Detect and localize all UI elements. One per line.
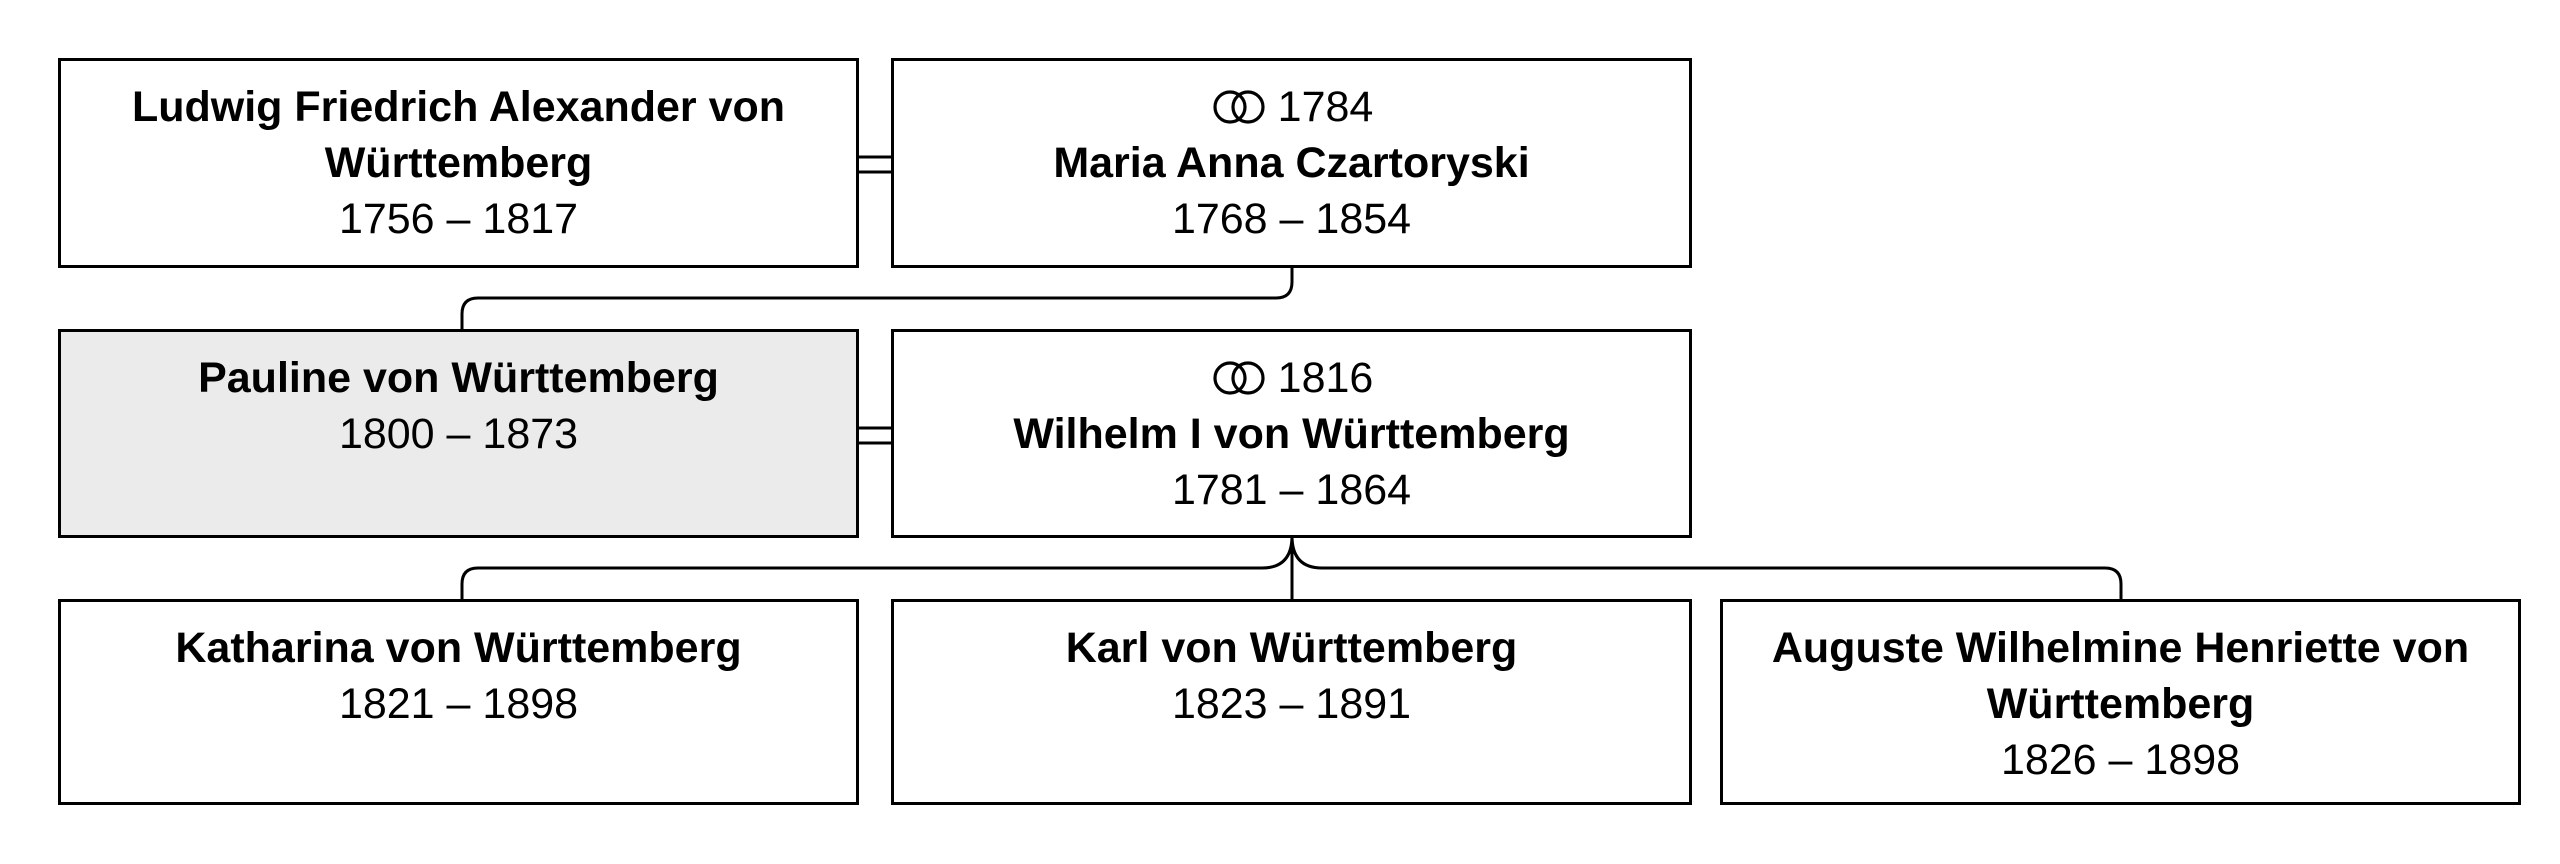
person-years: 1756 – 1817 (338, 195, 579, 243)
person-box-child-1[interactable]: Katharina von Württemberg 1821 – 1898 (58, 599, 859, 805)
interlocked-rings-icon (1213, 361, 1265, 395)
marriage-year: 1784 (1277, 83, 1374, 131)
person-years: 1768 – 1854 (1171, 195, 1412, 243)
marriage-info: 1816 (894, 350, 1689, 406)
person-name: Ludwig Friedrich Alexander von Württembe… (131, 83, 786, 187)
person-box-child-3[interactable]: Auguste Wilhelmine Henriette von Württem… (1720, 599, 2521, 805)
person-name: Katharina von Württemberg (175, 624, 742, 672)
person-box-child-2[interactable]: Karl von Württemberg 1823 – 1891 (891, 599, 1692, 805)
person-name: Maria Anna Czartoryski (1053, 139, 1530, 187)
person-box-focus[interactable]: Pauline von Württemberg 1800 – 1873 (58, 329, 859, 538)
focus-to-children-connector (460, 535, 2123, 600)
person-years: 1826 – 1898 (2000, 736, 2241, 784)
parent-to-focus-connector (460, 266, 1294, 330)
person-box-father[interactable]: Ludwig Friedrich Alexander von Württembe… (58, 58, 859, 268)
person-name: Pauline von Württemberg (198, 354, 719, 402)
person-box-spouse[interactable]: 1816 Wilhelm I von Württemberg 1781 – 18… (891, 329, 1692, 538)
person-name: Karl von Württemberg (1065, 624, 1518, 672)
person-box-mother[interactable]: 1784 Maria Anna Czartoryski 1768 – 1854 (891, 58, 1692, 268)
person-years: 1781 – 1864 (1171, 466, 1412, 514)
person-name: Auguste Wilhelmine Henriette von Württem… (1771, 624, 2470, 728)
person-years: 1800 – 1873 (338, 410, 579, 458)
marriage-info: 1784 (894, 79, 1689, 135)
marriage-year: 1816 (1277, 354, 1374, 402)
interlocked-rings-icon (1213, 90, 1265, 124)
person-years: 1823 – 1891 (1171, 680, 1412, 728)
person-years: 1821 – 1898 (338, 680, 579, 728)
person-name: Wilhelm I von Württemberg (1013, 410, 1570, 458)
